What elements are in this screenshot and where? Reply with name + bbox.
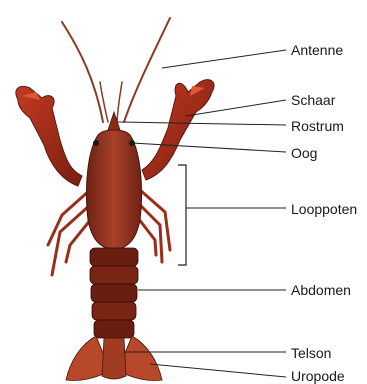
carapace — [86, 112, 141, 250]
label-oog: Oog — [291, 145, 317, 161]
telson-shape — [102, 338, 126, 379]
label-uropode: Uropode — [291, 368, 345, 384]
left-eye — [93, 140, 99, 146]
label-abdomen: Abdomen — [291, 282, 351, 298]
label-telson: Telson — [291, 345, 331, 361]
label-rostrum: Rostrum — [291, 118, 344, 134]
abdomen-segments — [90, 248, 138, 338]
label-looppoten: Looppoten — [291, 201, 357, 217]
tail-fan — [66, 336, 162, 381]
label-schaar: Schaar — [291, 92, 335, 108]
label-antenne: Antenne — [291, 42, 343, 58]
left-claw — [16, 87, 82, 187]
looppoten-bracket — [178, 165, 186, 265]
antennae — [62, 18, 170, 122]
